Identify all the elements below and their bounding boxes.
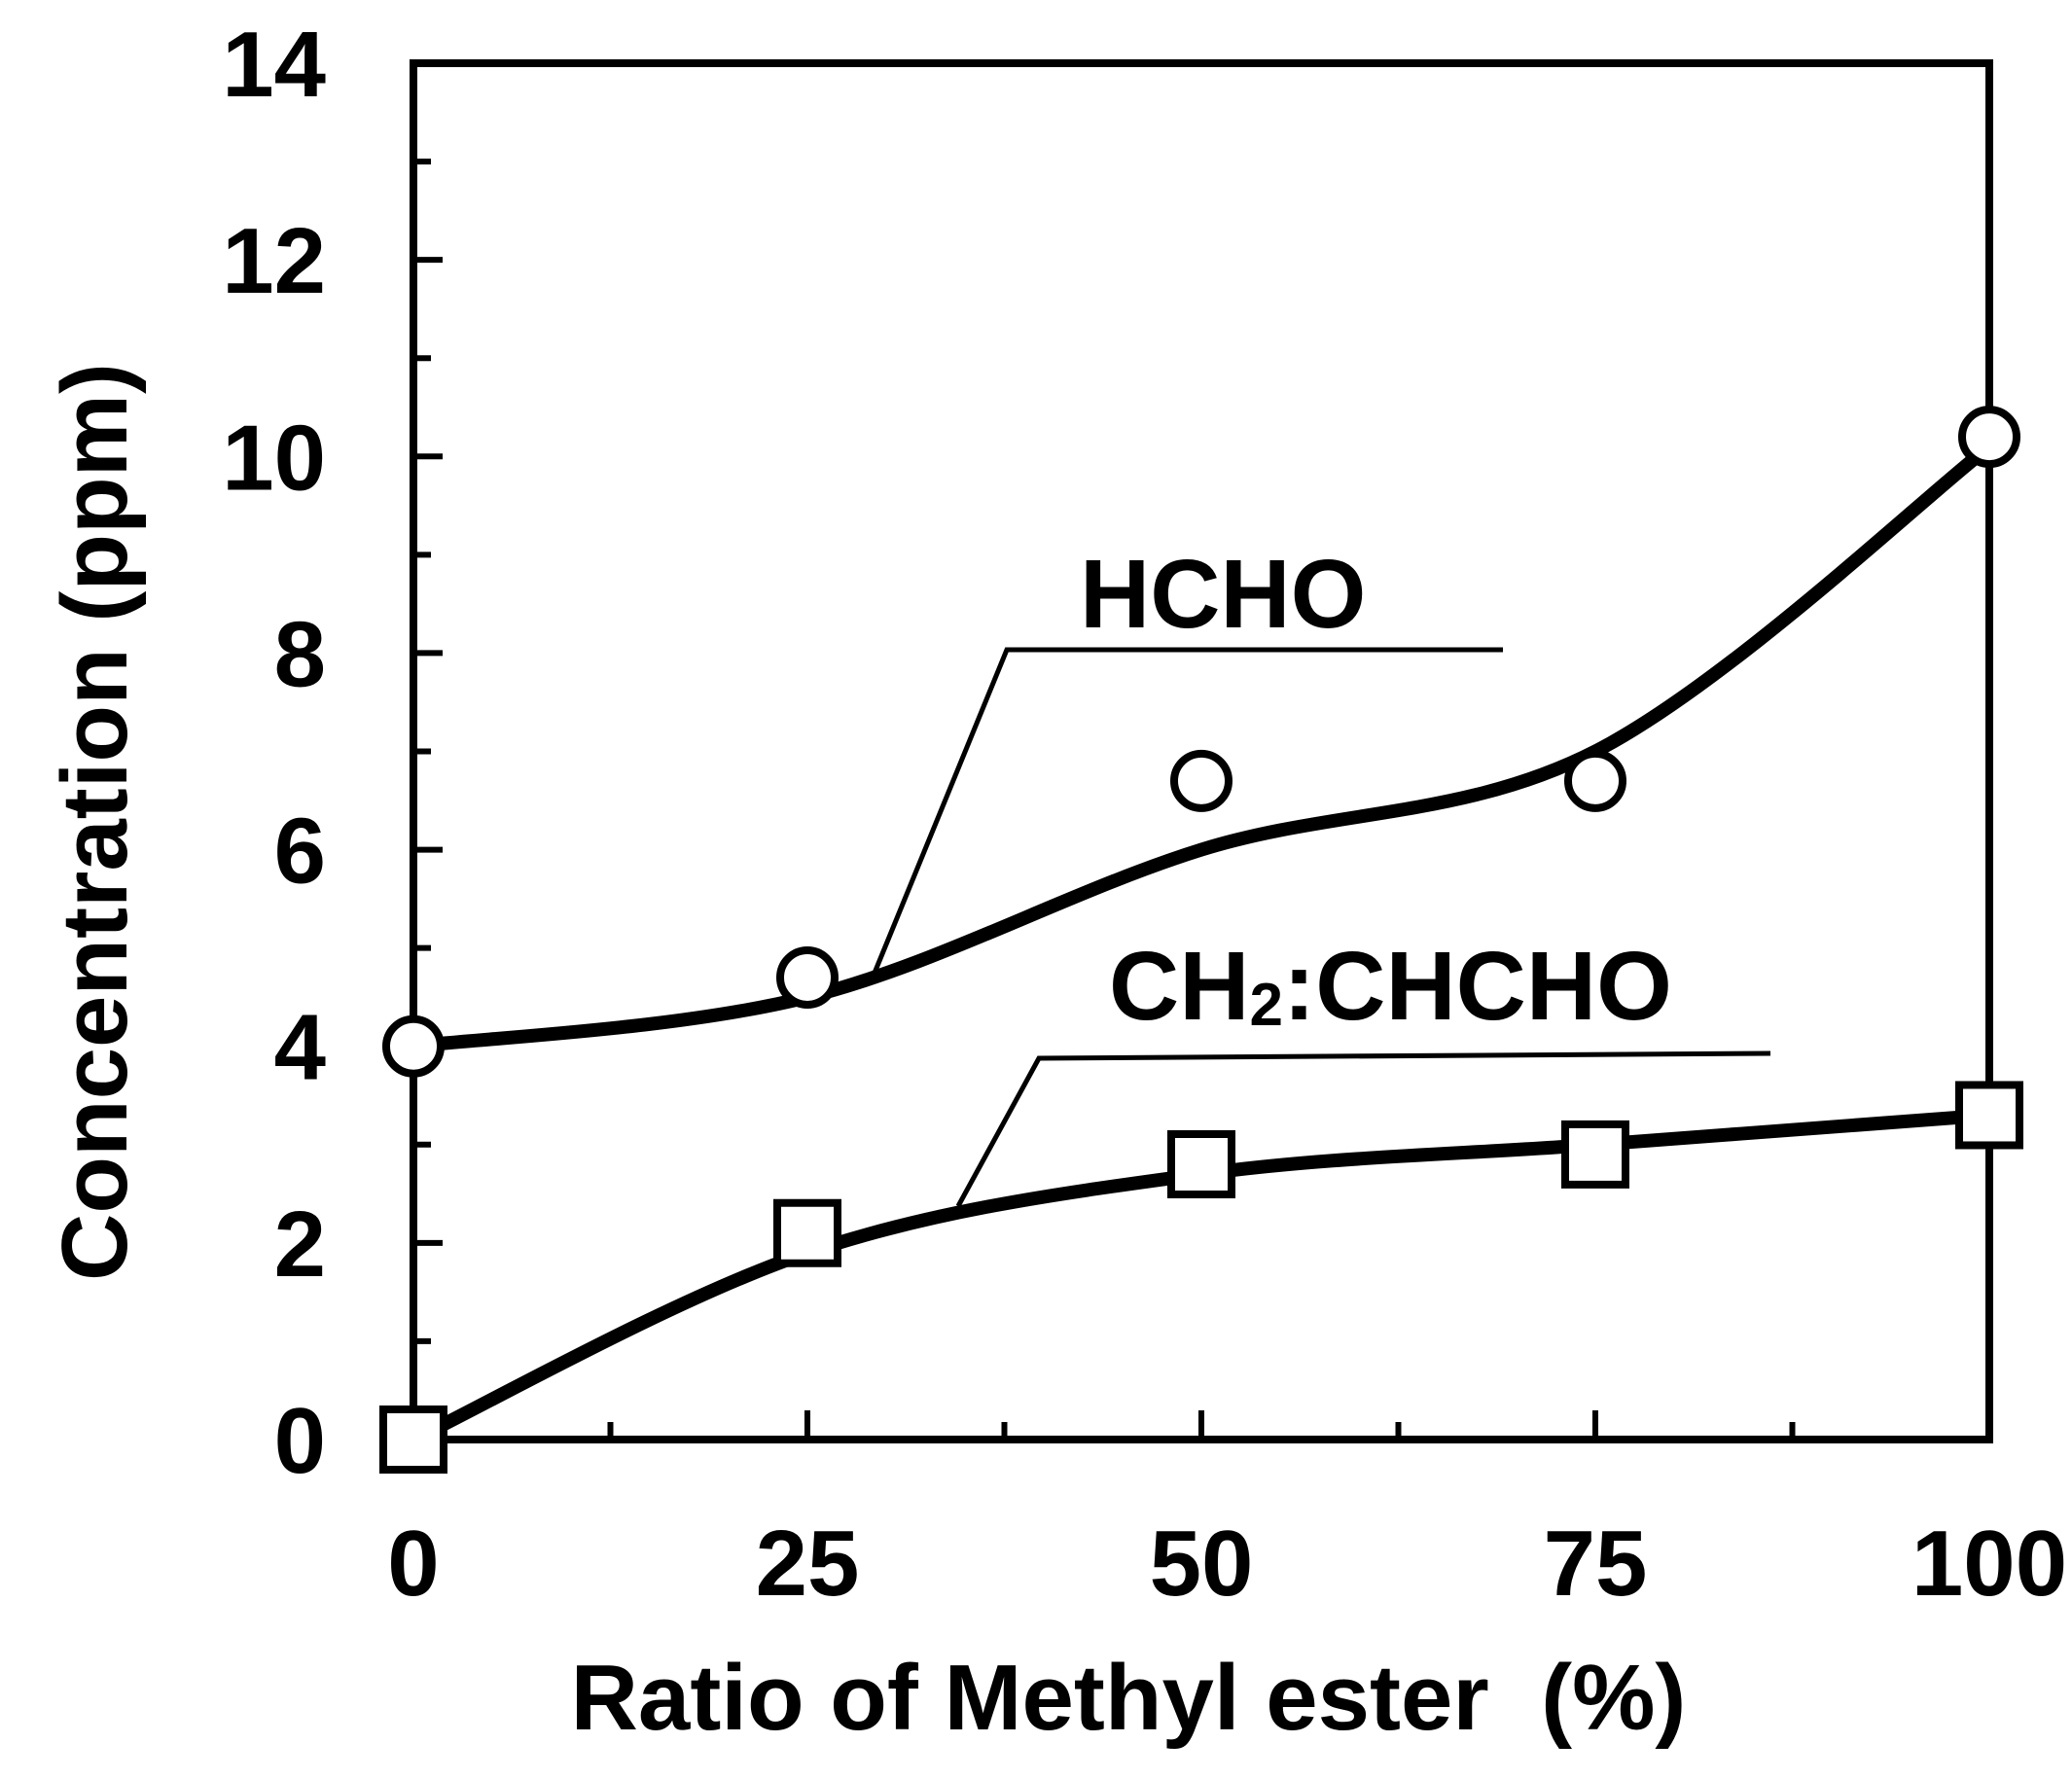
x-tick-label: 0 <box>387 1512 439 1616</box>
acrolein-label-rest: :CHCHO <box>1283 932 1672 1041</box>
x-tick-label: 50 <box>1150 1512 1254 1616</box>
hcho-label: HCHO <box>1080 540 1366 649</box>
acrolein-point <box>773 1198 841 1267</box>
axis-ticks <box>411 60 1992 1442</box>
hcho-curve <box>407 440 1996 1053</box>
x-tick-label: 100 <box>1911 1512 2067 1616</box>
hcho-point <box>1170 749 1232 812</box>
acrolein-point <box>379 1405 447 1474</box>
hcho-point <box>1564 749 1626 812</box>
x-axis-title: Ratio of Methyl ester (%) <box>571 1646 1687 1750</box>
x-tick-label: 75 <box>1544 1512 1648 1616</box>
hcho-point <box>1958 406 2020 469</box>
y-tick-label: 10 <box>222 406 326 510</box>
hcho-leader-line <box>868 647 1503 983</box>
y-tick-label: 12 <box>222 209 326 313</box>
acrolein-point <box>1955 1081 2023 1150</box>
y-tick-label: 2 <box>274 1192 326 1297</box>
acrolein-point <box>1167 1130 1235 1198</box>
acrolein-leader-line <box>955 1050 1771 1208</box>
x-tick-labels: 0 25 50 75 100 <box>387 1512 2067 1616</box>
acrolein-label: CH2:CHCHO <box>1109 932 1672 1041</box>
y-tick-label: 0 <box>274 1389 326 1493</box>
y-tick-label: 6 <box>274 800 326 904</box>
hcho-point <box>776 945 839 1009</box>
acrolein-label-sub: 2 <box>1249 972 1282 1039</box>
y-tick-label: 4 <box>274 996 326 1100</box>
acrolein-point <box>1561 1120 1629 1189</box>
acrolein-label-main: CH <box>1109 932 1249 1041</box>
hcho-point <box>382 1014 445 1078</box>
hcho-markers <box>382 406 2020 1078</box>
y-tick-label: 8 <box>274 602 326 706</box>
acrolein-markers <box>379 1081 2023 1474</box>
y-tick-labels: 0 2 4 6 8 10 12 14 <box>222 13 326 1493</box>
x-tick-label: 25 <box>756 1512 860 1616</box>
y-tick-label: 14 <box>222 13 326 117</box>
y-axis-title: Concentration (ppm) <box>43 363 147 1281</box>
